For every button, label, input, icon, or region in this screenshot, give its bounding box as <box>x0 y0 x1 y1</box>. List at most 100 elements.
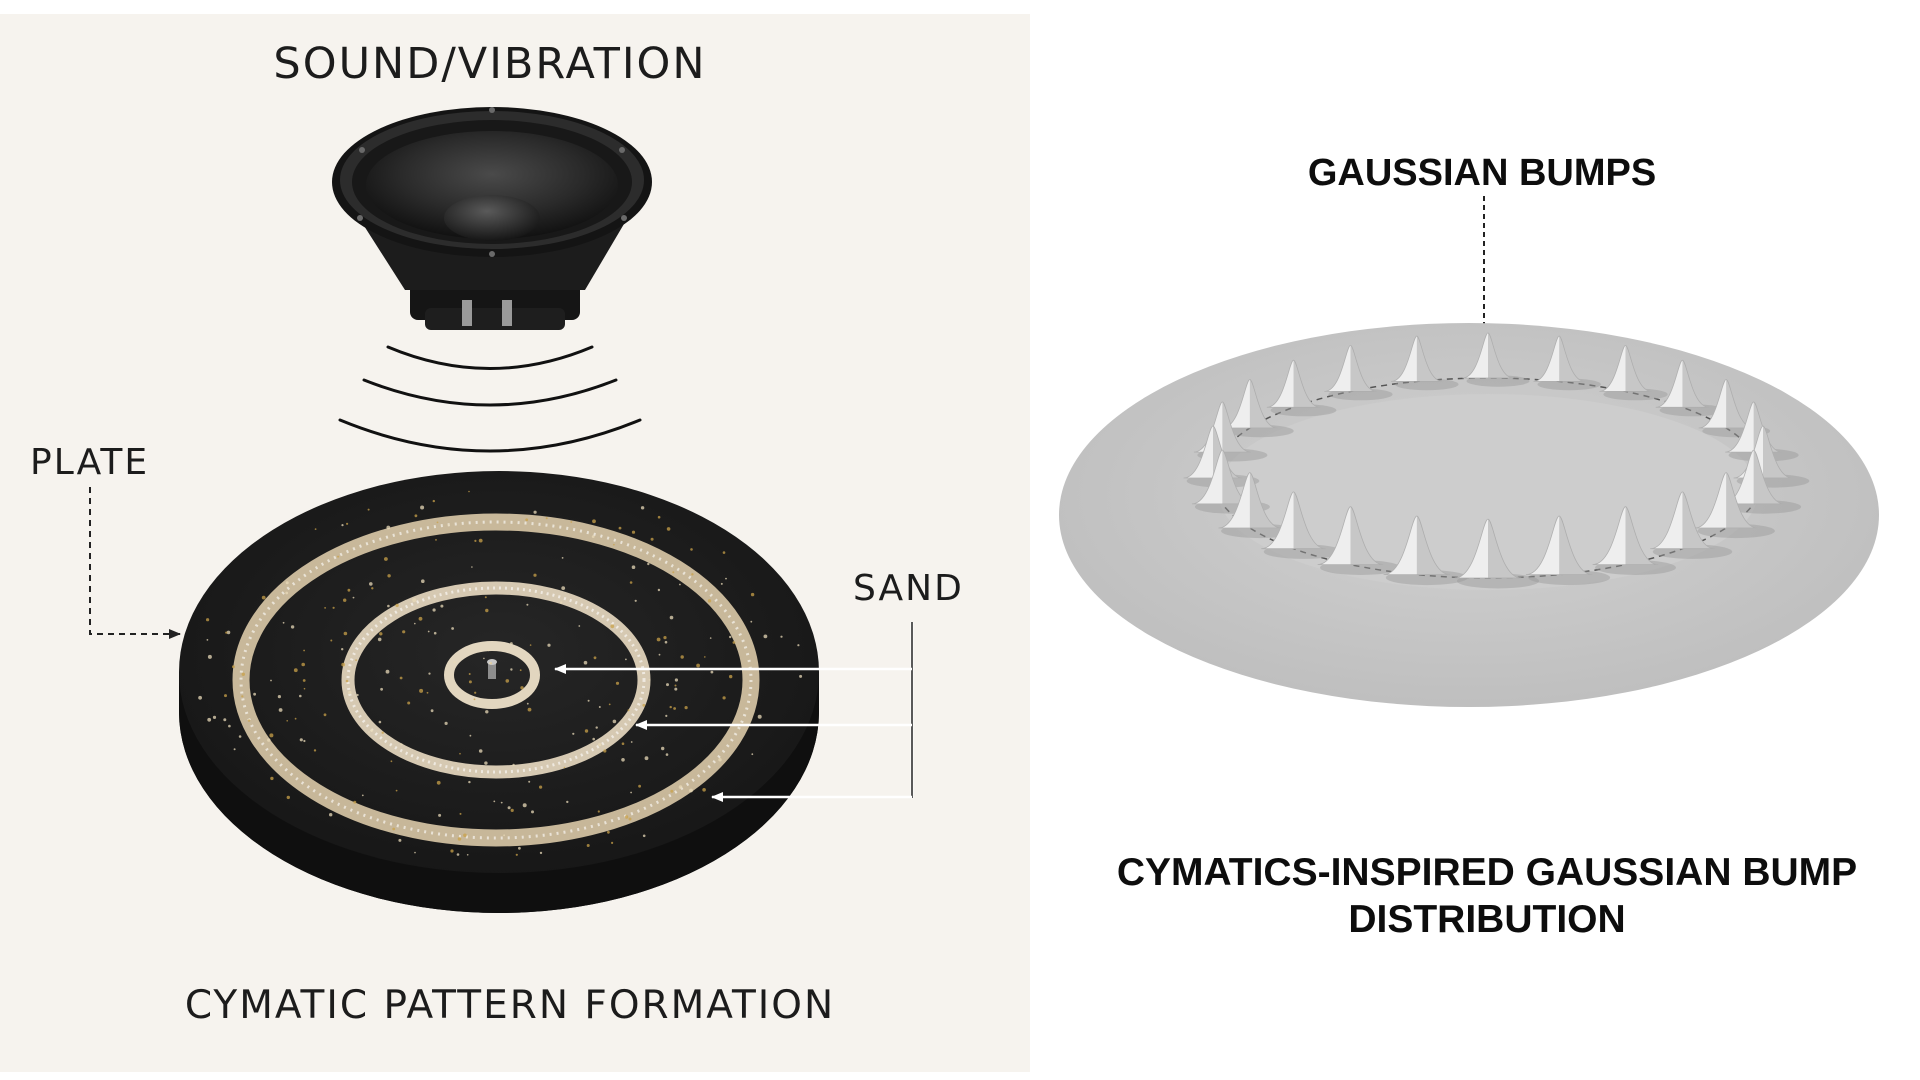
sand-speck <box>750 621 752 623</box>
sand-speck <box>206 618 209 621</box>
sand-speck <box>301 663 305 667</box>
sand-speck <box>570 521 572 523</box>
sand-speck <box>346 680 349 683</box>
sand-speck <box>286 581 289 584</box>
sand-speck <box>540 852 542 854</box>
sand-speck <box>485 609 488 612</box>
sand-speck <box>241 695 243 697</box>
sand-speck <box>242 673 245 676</box>
sand-speck <box>315 528 317 530</box>
sand-speck <box>303 740 305 742</box>
sand-speck <box>672 571 674 573</box>
center-bolt <box>487 659 497 679</box>
sand-speck <box>528 708 532 712</box>
sand-speck <box>333 607 335 609</box>
sand-speck <box>398 839 401 842</box>
sand-speck <box>587 844 590 847</box>
cymatic-caption: CYMATIC PATTERN FORMATION <box>185 983 835 1028</box>
sand-speck <box>525 518 528 521</box>
sand-speck <box>457 853 460 856</box>
sand-speck <box>248 719 250 721</box>
sand-speck <box>691 573 693 575</box>
sand-speck <box>630 792 632 794</box>
sand-speck <box>613 720 617 724</box>
sand-speck <box>629 818 632 821</box>
sand-speck <box>619 527 622 530</box>
sand-speck <box>228 725 231 728</box>
sand-speck <box>799 675 802 678</box>
sand-speck <box>355 659 357 661</box>
sand-speck <box>341 648 343 650</box>
sand-speck <box>663 636 666 639</box>
sand-speck <box>493 801 495 803</box>
sand-speck <box>611 842 613 844</box>
sand-speck <box>670 706 672 708</box>
sand-speck <box>451 627 454 630</box>
sand-speck <box>378 638 382 642</box>
sand-speck <box>621 758 625 762</box>
sand-speck <box>428 673 430 675</box>
sand-speck <box>470 735 472 737</box>
sand-speck <box>438 814 441 817</box>
sand-speck <box>270 680 272 682</box>
sand-speck <box>659 654 661 656</box>
sand-speck <box>431 709 434 712</box>
sand-speck <box>547 644 550 647</box>
sand-speck <box>657 638 661 642</box>
sand-speck <box>474 540 476 542</box>
sand-speck <box>467 854 469 856</box>
sand-speck <box>560 601 562 603</box>
sand-speck <box>213 716 216 719</box>
sand-speck <box>751 593 754 596</box>
sand-speck <box>278 695 281 698</box>
sand-speck <box>460 813 462 815</box>
sand-speck <box>344 632 348 636</box>
sand-speck <box>578 625 580 627</box>
sand-speck <box>561 586 565 590</box>
sand-speck <box>520 669 522 671</box>
sand-speck <box>645 756 649 760</box>
sand-speck <box>764 635 768 639</box>
sand-speck <box>415 514 418 517</box>
sand-speck <box>658 589 660 591</box>
sand-speck <box>433 608 436 611</box>
sand-speck <box>539 786 542 789</box>
sand-speck <box>516 854 518 856</box>
sand-speck <box>485 710 488 713</box>
sand-speck <box>445 722 448 725</box>
sand-speck <box>518 847 521 850</box>
sand-speck <box>609 704 611 706</box>
sand-speck <box>616 682 619 685</box>
sand-speck <box>651 538 654 541</box>
sand-speck <box>566 801 568 803</box>
sand-speck <box>665 715 667 717</box>
sand-speck <box>469 680 472 683</box>
sand-speck <box>437 522 439 524</box>
sand-speck <box>649 679 651 681</box>
sand-speck <box>224 694 227 697</box>
sand-speck <box>711 671 714 674</box>
sand-speck <box>285 592 288 595</box>
sand-speck <box>758 715 762 719</box>
sand-speck <box>628 709 630 711</box>
sand-speck <box>674 688 677 691</box>
sand-speck <box>433 500 435 502</box>
sand-speck <box>380 688 383 691</box>
sand-speck <box>400 677 403 680</box>
sand-speck <box>471 566 473 568</box>
sand-speck <box>414 852 416 854</box>
sand-speck <box>658 516 661 519</box>
sand-speck <box>269 733 273 737</box>
sand-speck <box>419 617 423 621</box>
sand-speck <box>630 581 633 584</box>
sand-speck <box>412 598 416 602</box>
sand-speck <box>584 661 588 665</box>
sand-speck <box>689 789 693 793</box>
sand-speck <box>599 706 601 708</box>
sand-speck <box>488 649 490 651</box>
sand-speck <box>702 788 706 792</box>
sand-speck <box>666 683 669 686</box>
sand-speck <box>508 806 511 809</box>
sand-speck <box>468 491 470 493</box>
sand-speck <box>291 625 294 628</box>
